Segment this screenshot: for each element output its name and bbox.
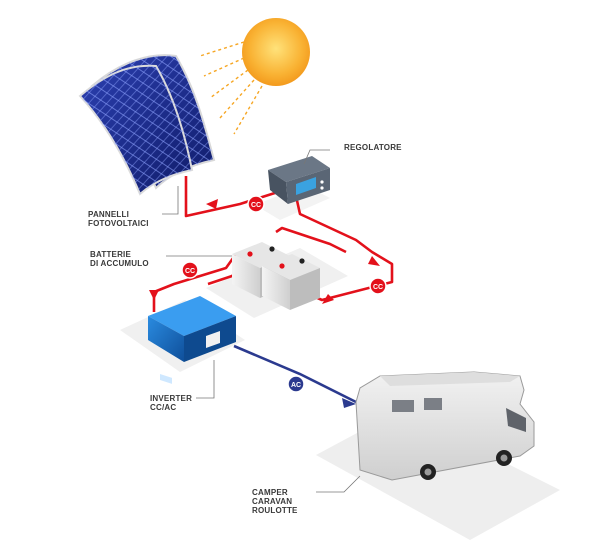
ac-wire bbox=[233, 344, 357, 408]
badge-cc-2-text: CC bbox=[185, 268, 195, 275]
dc-arrows bbox=[149, 199, 380, 304]
label-camper: CAMPER CARAVAN ROULOTTE bbox=[252, 488, 298, 515]
sun-icon bbox=[242, 18, 310, 86]
label-inverter: INVERTER CC/AC bbox=[150, 394, 193, 412]
camper bbox=[355, 371, 535, 481]
batteries bbox=[232, 242, 320, 310]
label-solar-panels: PANNELLI FOTOVOLTAICI bbox=[88, 210, 149, 228]
label-batteries: BATTERIE DI ACCUMULO bbox=[90, 250, 149, 268]
wire-regulator-to-battery bbox=[294, 195, 394, 302]
badge-cc-3: CC bbox=[369, 277, 387, 295]
wire-battery-loop bbox=[275, 226, 347, 254]
sun bbox=[199, 18, 310, 135]
sun-rays bbox=[199, 41, 263, 135]
badge-ac-text: AC bbox=[291, 382, 301, 389]
camper-window-1 bbox=[392, 400, 414, 412]
badge-cc-3-text: CC bbox=[373, 284, 383, 291]
camper-roof bbox=[380, 372, 520, 386]
camper-window-2 bbox=[424, 398, 442, 410]
regulator-screen bbox=[296, 177, 316, 195]
badge-cc-2: CC bbox=[181, 261, 199, 279]
solar-panels bbox=[78, 54, 216, 196]
platforms bbox=[120, 185, 560, 540]
leader-lines bbox=[162, 149, 361, 493]
battery-2 bbox=[262, 254, 320, 310]
label-regulator: REGOLATORE bbox=[344, 143, 402, 152]
badge-ac: AC bbox=[287, 375, 305, 393]
inverter-display bbox=[160, 373, 172, 384]
inverter-socket bbox=[206, 331, 220, 348]
badge-cc-1: CC bbox=[247, 195, 265, 213]
regulator bbox=[268, 156, 330, 204]
badge-cc-1-text: CC bbox=[251, 202, 261, 209]
camper-windshield bbox=[506, 408, 526, 432]
inverter bbox=[148, 296, 236, 384]
